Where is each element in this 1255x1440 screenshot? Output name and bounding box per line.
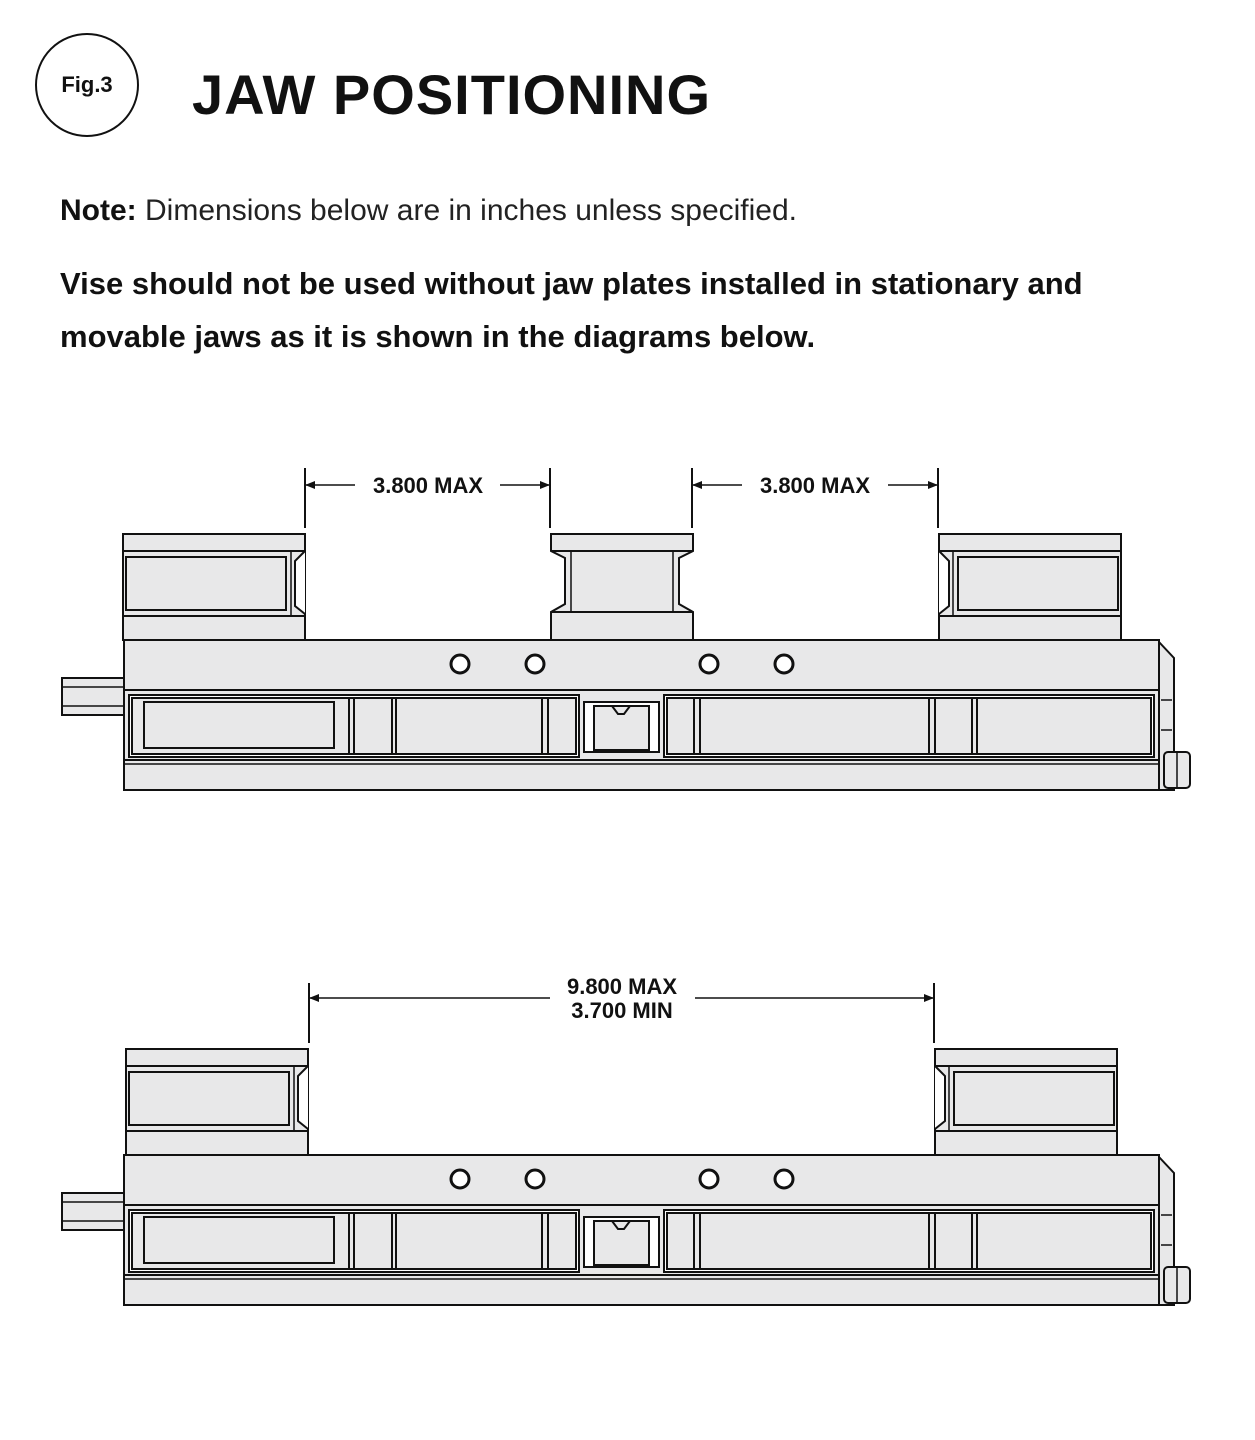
figure-number-badge: Fig.3 [35, 33, 139, 137]
vise-diagram-top: 3.800 MAX 3.800 MAX [60, 468, 1192, 792]
vise-body-top [60, 638, 1192, 792]
note-text: Dimensions below are in inches unless sp… [145, 194, 798, 227]
dimension-label-max: 9.800 MAX [567, 974, 677, 999]
vise-body-bottom [60, 1153, 1192, 1307]
movable-jaw-center [550, 533, 694, 641]
dimension-note: Note: Dimensions below are in inches unl… [60, 192, 797, 230]
stationary-jaw-left [122, 533, 306, 641]
stationary-jaw-left-bottom [125, 1048, 309, 1156]
note-label: Note: [60, 194, 137, 227]
page-title: JAW POSITIONING [192, 63, 712, 126]
dimension-label-min: 3.700 MIN [571, 998, 673, 1023]
stationary-jaw-right [938, 533, 1122, 641]
figure-number: Fig.3 [61, 72, 113, 97]
dimension-label-right: 3.800 MAX [760, 473, 870, 498]
vise-diagram-bottom: 9.800 MAX 3.700 MIN [60, 974, 1192, 1307]
jaw-plate-warning: Vise should not be used without jaw plat… [60, 266, 1083, 354]
dimension-label-left: 3.800 MAX [373, 473, 483, 498]
stationary-jaw-right-bottom [934, 1048, 1118, 1156]
